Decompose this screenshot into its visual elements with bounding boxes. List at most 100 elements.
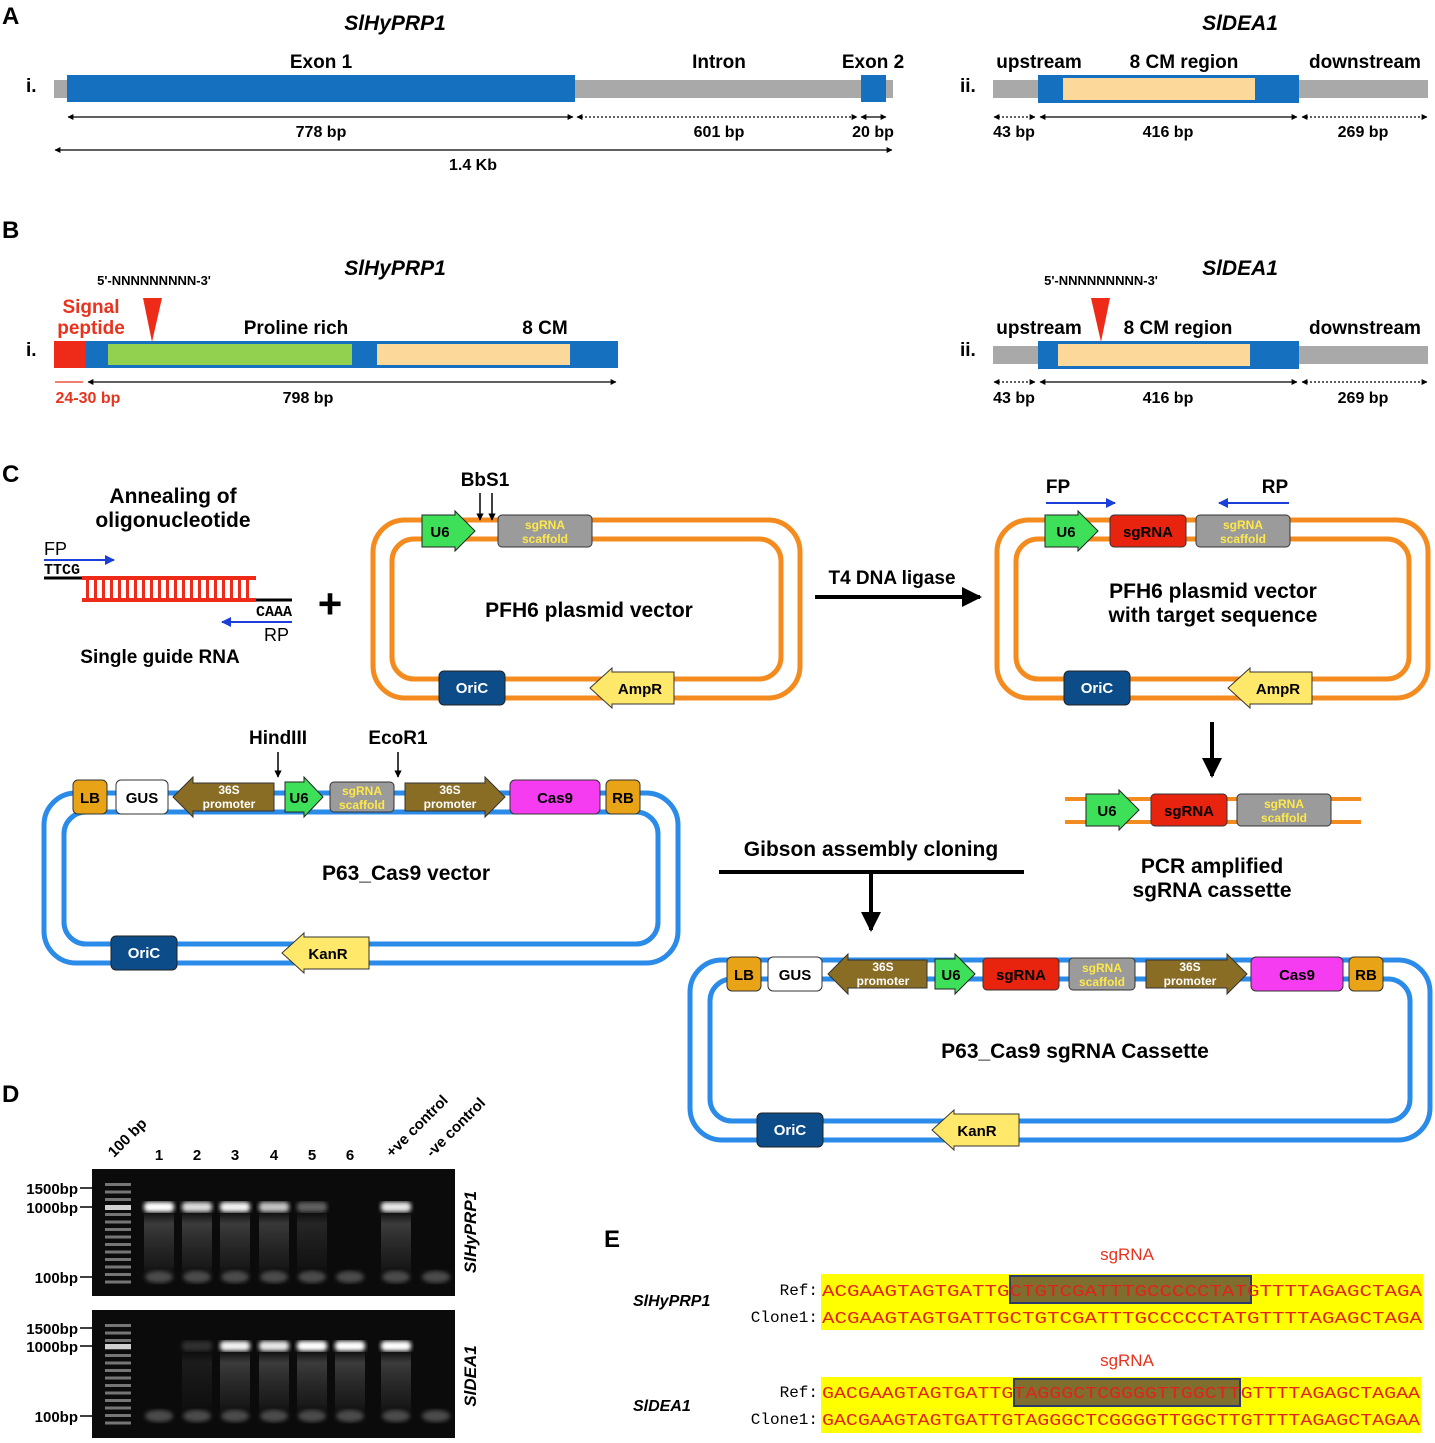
lane-label: 3 <box>231 1147 239 1164</box>
sgrna-scaffold-p63 <box>329 781 395 813</box>
ladder-band <box>105 1280 131 1284</box>
base-pair-rung <box>150 580 153 598</box>
ladder-band-1000 <box>105 1344 131 1349</box>
sgrna-caption: Single guide RNA <box>80 647 240 668</box>
panel-c: C Annealing of oligonucleotide FP TTCG C… <box>2 461 1433 1152</box>
u6-promoter-pcr <box>1085 788 1140 832</box>
base-pair-rung <box>118 580 121 598</box>
primer-dimer <box>183 1271 211 1283</box>
lane-label: 4 <box>270 1147 279 1164</box>
clone-label-2: Clone1: <box>751 1411 818 1429</box>
pfh6t-name-2: with target sequence <box>1108 604 1318 627</box>
base-pair-rung <box>94 580 97 598</box>
promoter-label-2-p63a: promoter <box>203 797 256 811</box>
lane-smear <box>297 1350 327 1414</box>
primer-dimer <box>298 1271 326 1283</box>
ladder-band <box>105 1331 131 1335</box>
ladder-band <box>105 1198 131 1201</box>
oligo-rp-label: RP <box>264 625 289 645</box>
ladder-band <box>105 1213 131 1216</box>
panel-a: A SlHyPRP1 SlDEA1 i. ii. Exon 1 Intron E… <box>2 3 1428 174</box>
cm-label: 8 CM <box>522 318 567 339</box>
ampr-pfh6 <box>589 666 675 710</box>
downstream-length: 269 bp <box>1338 124 1389 141</box>
ref-sequence-1: ACGAAGTAGTGATTGCTGTCGATTTGCCCCCTATGTTTTA… <box>822 1283 1423 1302</box>
cas9-label-p63: Cas9 <box>537 790 573 807</box>
base-pair-rung <box>102 580 105 598</box>
gel-gene-label-top: SlHyPRP1 <box>461 1191 480 1273</box>
promoter-label-1-p63b: 36S <box>439 783 460 797</box>
marker-1000-top: 1000bp <box>26 1200 78 1217</box>
lane-smear <box>381 1211 411 1275</box>
ladder-band <box>105 1421 131 1425</box>
ladder-band-1000 <box>105 1205 131 1210</box>
pcr-band <box>335 1341 365 1351</box>
scaffold-label-1-pcr: sgRNA <box>1264 797 1304 811</box>
u6-label-pfh6: U6 <box>430 524 449 541</box>
cm-region-label-b: 8 CM region <box>1124 318 1233 339</box>
exon2-length: 20 bp <box>852 124 894 141</box>
roman-b-ii: ii. <box>960 340 976 361</box>
lb-border-final <box>726 956 762 992</box>
upstream-length: 43 bp <box>993 124 1035 141</box>
cm-domain <box>377 344 570 365</box>
target-site-label-b-left: 5'-NNNNNNNNN-3' <box>97 273 211 288</box>
ladder-band <box>105 1339 131 1342</box>
lane-smear <box>220 1350 250 1414</box>
oric-label-pfh6: OriC <box>456 680 489 697</box>
proline-rich-domain <box>108 344 352 365</box>
ladder-band <box>105 1406 131 1410</box>
gel-bands <box>105 1183 450 1425</box>
oric-label-final: OriC <box>774 1122 807 1139</box>
scaffold-label-2-pcr: scaffold <box>1261 811 1307 825</box>
u6-promoter-final <box>934 952 976 996</box>
lb-label-final: LB <box>734 967 754 984</box>
seq-gene-1: SlHyPRP1 <box>633 1293 710 1310</box>
panel-label-a: A <box>2 3 19 30</box>
scaffold-label-1-pfh6t: sgRNA <box>1223 518 1263 532</box>
p63-name: P63_Cas9 vector <box>322 862 490 885</box>
cas9-final <box>1250 956 1344 992</box>
ref-sequence-2: GACGAAGTAGTGATTGTAGGGCTCGGGGTTGGCTTGTTTT… <box>822 1385 1421 1404</box>
base-pair-rung <box>222 580 225 598</box>
pcr-band <box>381 1341 411 1351</box>
cut-site-marker-left <box>143 298 162 342</box>
scaffold-label-2-final: scaffold <box>1079 975 1125 989</box>
marker-100-top: 100bp <box>35 1270 78 1287</box>
ref-label-1: Ref: <box>780 1282 818 1300</box>
base-pair-rung <box>190 580 193 598</box>
ampr-label-pfh6: AmpR <box>618 681 662 698</box>
pcr-band <box>259 1341 289 1351</box>
final-outer-backbone <box>687 957 1433 1143</box>
promoter-label-2-finala: promoter <box>857 974 910 988</box>
signal-label-1: Signal <box>62 297 119 318</box>
cas9-label-final: Cas9 <box>1279 967 1315 984</box>
primer-dimer <box>145 1410 173 1422</box>
sgrna-scaffold-pfh6 <box>497 514 593 548</box>
lane-smear <box>220 1211 250 1275</box>
u6-label-pcr: U6 <box>1097 803 1116 820</box>
promoter-36s-rev-p63 <box>172 775 275 819</box>
base-pair-rung <box>174 580 177 598</box>
base-pair-rung <box>142 580 145 598</box>
sgrna-label-pfh6t: sgRNA <box>1123 524 1173 541</box>
primer-dimer <box>382 1410 410 1422</box>
ladder-band <box>105 1399 131 1402</box>
lane-label: 5 <box>308 1147 316 1164</box>
primer-dimer <box>221 1271 249 1283</box>
base-pair-rung <box>214 580 217 598</box>
promoter-36s-rev-final <box>827 952 928 996</box>
promoter-36s-fwd-final <box>1145 952 1248 996</box>
ladder-band <box>105 1354 131 1357</box>
primer-dimer <box>183 1410 211 1422</box>
ladder-band <box>105 1258 131 1261</box>
pfh6-name: PFH6 plasmid vector <box>485 599 693 622</box>
primer-dimer <box>260 1271 288 1283</box>
kanr-label-p63: KanR <box>308 946 347 963</box>
scaffold-label-1-final: sgRNA <box>1082 961 1122 975</box>
gene-title-a-right: SlDEA1 <box>1202 12 1278 35</box>
pcr-caption-1: PCR amplified <box>1141 855 1283 878</box>
pcr-caption-2: sgRNA cassette <box>1132 879 1291 902</box>
clone-label-1: Clone1: <box>751 1309 818 1327</box>
